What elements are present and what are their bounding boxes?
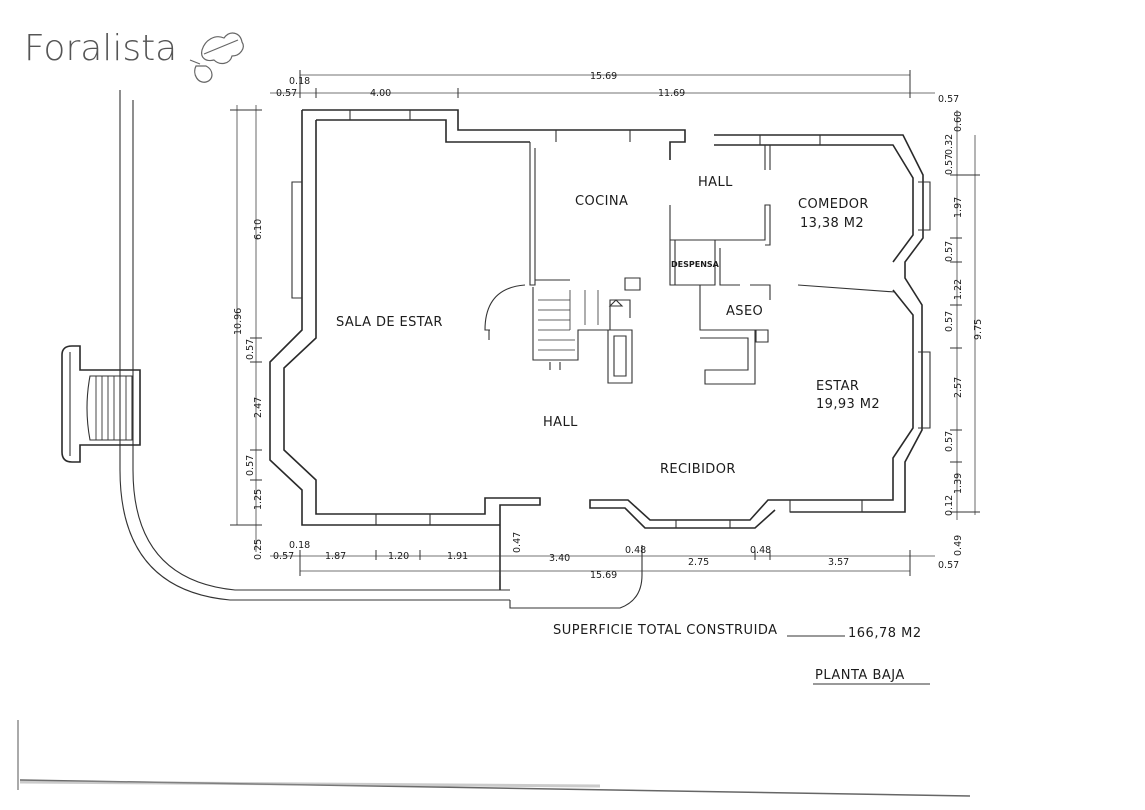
outer-walls xyxy=(269,109,931,590)
floor-name: PLANTA BAJA xyxy=(815,668,905,683)
dim-right-e: 1.22 xyxy=(953,279,964,300)
exterior-stairs xyxy=(61,345,141,463)
room-hall-main: HALL xyxy=(543,415,578,430)
room-estar-area: 19,93 M2 xyxy=(816,397,880,412)
room-sala-de-estar: SALA DE ESTAR xyxy=(336,315,443,330)
dim-bottom-b: 1.20 xyxy=(388,551,409,562)
dim-bottom-total: 15.69 xyxy=(590,570,617,581)
dim-bottom-f: 0.48 xyxy=(625,545,646,556)
dim-right-h: 0.57 xyxy=(944,431,955,452)
dim-top-left-small: 0.18 xyxy=(289,76,310,87)
dim-top-right-offset: 0.57 xyxy=(938,94,959,105)
summary-value: 166,78 M2 xyxy=(848,626,922,641)
summary-label: SUPERFICIE TOTAL CONSTRUIDA xyxy=(553,623,778,638)
brand-name: Foralista xyxy=(24,28,177,69)
dim-bottom-h: 0.48 xyxy=(750,545,771,556)
room-cocina: COCINA xyxy=(575,194,628,209)
interior-walls xyxy=(484,142,896,385)
dim-top-segment-b: 11.69 xyxy=(658,88,685,99)
dim-bottom-e: 3.40 xyxy=(549,553,570,564)
dimension-lines xyxy=(230,70,980,576)
dim-right-total: 9.75 xyxy=(973,319,984,340)
dim-right-a2: 0.60 xyxy=(953,111,964,132)
dim-right-d: 0.57 xyxy=(944,241,955,262)
dim-left-total: 10.96 xyxy=(233,308,244,335)
dim-left-d: 0.57 xyxy=(245,455,256,476)
room-estar: ESTAR xyxy=(816,379,859,394)
exterior-walkway xyxy=(119,90,643,609)
dim-bottom-d: 0.47 xyxy=(512,532,523,553)
room-aseo: ASEO xyxy=(726,304,763,319)
dim-bottom-c: 1.91 xyxy=(447,551,468,562)
room-comedor-area: 13,38 M2 xyxy=(800,216,864,231)
dim-bottom-small: 0.18 xyxy=(289,540,310,551)
room-comedor: COMEDOR xyxy=(798,197,869,212)
dim-top-total: 15.69 xyxy=(590,71,617,82)
dim-right-b: 0.57 xyxy=(944,154,955,175)
oak-leaf-icon xyxy=(189,32,244,83)
dim-bottom-right-offset: 0.57 xyxy=(938,560,959,571)
room-labels: SALA DE ESTAR COCINA HALL COMEDOR 13,38 … xyxy=(336,175,880,477)
dim-bottom-g: 2.75 xyxy=(688,557,709,568)
room-despensa: DESPENSA xyxy=(671,260,720,269)
dim-right-a: 0.32 xyxy=(944,134,955,155)
dim-right-k: 0.49 xyxy=(953,535,964,556)
dim-left-b: 0.57 xyxy=(245,339,256,360)
plan-summary: SUPERFICIE TOTAL CONSTRUIDA 166,78 M2 PL… xyxy=(553,623,930,685)
dim-left-f: 0.25 xyxy=(253,539,264,560)
dim-left-c: 2.47 xyxy=(253,397,264,418)
dimension-labels: 15.69 0.18 0.57 4.00 11.69 0.57 10.96 6.… xyxy=(233,71,984,581)
interior-staircase xyxy=(532,287,633,384)
room-hall-top: HALL xyxy=(698,175,733,190)
dim-right-g: 2.57 xyxy=(953,377,964,398)
dim-top-segment-a: 4.00 xyxy=(370,88,391,99)
room-recibidor: RECIBIDOR xyxy=(660,462,736,477)
dim-bottom-a: 1.87 xyxy=(325,551,346,562)
dim-right-i: 1.39 xyxy=(953,473,964,494)
dim-right-f: 0.57 xyxy=(944,311,955,332)
dim-left-a: 6.10 xyxy=(253,219,264,240)
dim-top-left-offset: 0.57 xyxy=(276,88,297,99)
page-edge-lines xyxy=(17,720,971,797)
dim-left-e: 1.25 xyxy=(253,489,264,510)
dim-bottom-left-offset: 0.57 xyxy=(273,551,294,562)
dim-bottom-i: 3.57 xyxy=(828,557,849,568)
brand-logo: Foralista xyxy=(24,28,244,83)
dim-right-c: 1.97 xyxy=(953,197,964,218)
dim-right-j: 0.12 xyxy=(944,495,955,516)
